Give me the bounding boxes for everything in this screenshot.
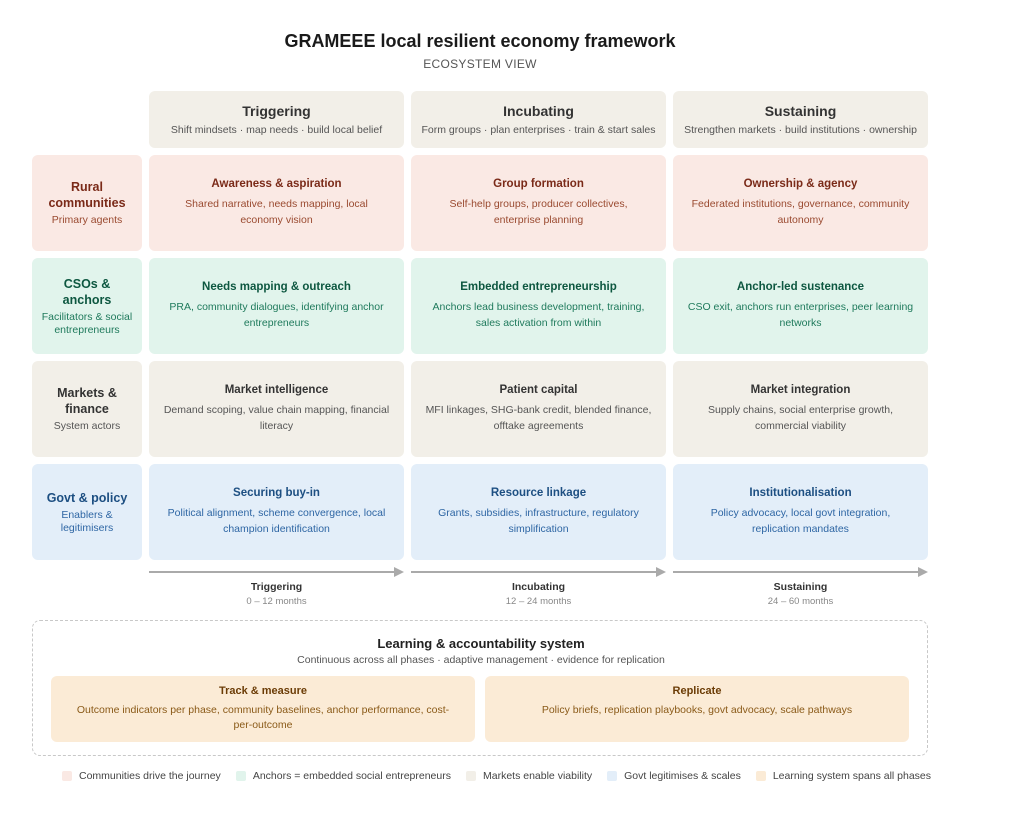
phase-header-incubating: Incubating Form groups · plan enterprise… — [411, 91, 666, 148]
legend-label: Markets enable viability — [482, 770, 593, 782]
cell-title: Awareness & aspiration — [211, 178, 342, 190]
legend-item: Anchors = embedded social entrepreneurs — [235, 770, 451, 782]
timeline-duration: 12 – 24 months — [505, 596, 572, 607]
legend-item: Govt legitimises & scales — [607, 770, 741, 782]
learning-card-title: Track & measure — [218, 685, 308, 697]
cell-title: Market integration — [750, 384, 851, 396]
timeline-duration: 0 – 12 months — [246, 596, 307, 607]
legend-item: Communities drive the journey — [62, 770, 221, 782]
matrix-cell: Anchor-led sustenance CSO exit, anchors … — [673, 258, 928, 354]
learning-system-box: Learning & accountability system Continu… — [32, 620, 928, 756]
row-label-name: Markets & finance — [57, 386, 117, 416]
matrix-cell: Awareness & aspiration Shared narrative,… — [149, 155, 404, 251]
learning-card-description: Policy briefs, replication playbooks, go… — [541, 704, 853, 716]
matrix-cell: Market integration Supply chains, social… — [673, 361, 928, 457]
row-label-name: CSOs & anchors — [62, 276, 112, 307]
timeline-label-triggering: Triggering 0 – 12 months — [149, 581, 404, 607]
learning-card-track-measure: Track & measure Outcome indicators per p… — [51, 676, 475, 742]
cell-title: Group formation — [493, 178, 584, 190]
cell-title: Anchor-led sustenance — [736, 281, 865, 293]
phase-description: Form groups · plan enterprises · train &… — [421, 124, 656, 136]
cell-description: Federated institutions, governance, comm… — [691, 198, 910, 226]
legend-swatch — [62, 771, 72, 781]
arrow-head-icon — [394, 567, 404, 577]
legend-swatch — [465, 771, 476, 781]
timeline-arrow — [411, 567, 666, 577]
legend-label: Learning system spans all phases — [772, 770, 932, 782]
row-label-sub: Facilitators & social entrepreneurs — [41, 310, 133, 336]
cell-title: Ownership & agency — [743, 178, 858, 190]
matrix-cell: Institutionalisation Policy advocacy, lo… — [673, 464, 928, 560]
row-label-markets-finance: Markets & finance System actors — [32, 361, 142, 457]
legend: Communities drive the journey Anchors = … — [62, 770, 946, 782]
cell-description: MFI linkages, SHG-bank credit, blended f… — [425, 404, 652, 432]
cell-title: Embedded entrepreneurship — [460, 281, 617, 293]
cell-description: CSO exit, anchors run enterprises, peer … — [687, 301, 914, 329]
phase-description: Strengthen markets · build institutions … — [684, 124, 917, 136]
timeline-label-incubating: Incubating 12 – 24 months — [411, 581, 666, 607]
matrix-cell: Resource linkage Grants, subsidies, infr… — [411, 464, 666, 560]
row-label-sub: Primary agents — [51, 214, 123, 226]
legend-swatch — [755, 771, 766, 781]
cell-description: Policy advocacy, local govt integration,… — [710, 507, 891, 535]
cell-title: Resource linkage — [490, 487, 587, 499]
cell-description: Anchors lead business development, train… — [432, 301, 645, 329]
learning-card-description: Outcome indicators per phase, community … — [76, 704, 450, 731]
row-label-sub: System actors — [53, 420, 121, 432]
cell-title: Patient capital — [499, 384, 578, 396]
matrix-cell: Embedded entrepreneurship Anchors lead b… — [411, 258, 666, 354]
row-label-govt-policy: Govt & policy Enablers & legitimisers — [32, 464, 142, 560]
phase-description: Shift mindsets · map needs · build local… — [170, 124, 383, 136]
cell-description: Shared narrative, needs mapping, local e… — [185, 198, 368, 226]
legend-item: Learning system spans all phases — [755, 770, 932, 782]
phase-header-triggering: Triggering Shift mindsets · map needs · … — [149, 91, 404, 148]
row-label-csos-anchors: CSOs & anchors Facilitators & social ent… — [32, 258, 142, 354]
cell-title: Market intelligence — [224, 384, 329, 396]
row-label-name: Govt & policy — [46, 490, 128, 505]
matrix-cell: Market intelligence Demand scoping, valu… — [149, 361, 404, 457]
matrix-cell: Patient capital MFI linkages, SHG-bank c… — [411, 361, 666, 457]
matrix-cell: Ownership & agency Federated institution… — [673, 155, 928, 251]
learning-card-title: Replicate — [672, 685, 722, 697]
learning-card-replicate: Replicate Policy briefs, replication pla… — [485, 676, 909, 742]
phase-name: Incubating — [503, 103, 574, 119]
timeline-arrow — [673, 567, 928, 577]
learning-subtitle: Continuous across all phases · adaptive … — [297, 654, 665, 666]
diagram-title: GRAMEEE local resilient economy framewor… — [284, 31, 676, 51]
legend-item: Markets enable viability — [465, 770, 593, 782]
legend-label: Govt legitimises & scales — [624, 770, 741, 782]
legend-label: Anchors = embedded social entrepreneurs — [252, 770, 451, 782]
matrix-cell: Needs mapping & outreach PRA, community … — [149, 258, 404, 354]
learning-title: Learning & accountability system — [377, 636, 585, 651]
row-label-sub: Enablers & legitimisers — [60, 508, 114, 534]
cell-description: PRA, community dialogues, identifying an… — [169, 301, 384, 329]
row-label-name: Rural communities — [48, 180, 126, 210]
cell-description: Supply chains, social enterprise growth,… — [707, 404, 893, 432]
diagram-subtitle: ECOSYSTEM VIEW — [423, 57, 537, 71]
cell-description: Political alignment, scheme convergence,… — [167, 507, 386, 535]
cell-title: Needs mapping & outreach — [202, 281, 351, 293]
legend-swatch — [235, 771, 246, 781]
timeline-duration: 24 – 60 months — [767, 596, 834, 607]
timeline-arrow — [149, 567, 404, 577]
phase-name: Triggering — [242, 103, 311, 119]
timeline-label-sustaining: Sustaining 24 – 60 months — [673, 581, 928, 607]
row-label-rural-communities: Rural communities Primary agents — [32, 155, 142, 251]
legend-swatch — [607, 771, 618, 781]
timeline-phase-name: Incubating — [511, 581, 566, 593]
phase-name: Sustaining — [764, 103, 837, 119]
arrow-head-icon — [656, 567, 666, 577]
cell-title: Securing buy-in — [233, 487, 320, 499]
cell-title: Institutionalisation — [749, 487, 852, 499]
cell-description: Demand scoping, value chain mapping, fin… — [163, 404, 390, 432]
cell-description: Self-help groups, producer collectives, … — [449, 198, 628, 226]
phase-header-sustaining: Sustaining Strengthen markets · build in… — [673, 91, 928, 148]
legend-label: Communities drive the journey — [79, 770, 221, 782]
timeline-phase-name: Sustaining — [773, 581, 828, 593]
timeline-phase-name: Triggering — [250, 581, 303, 593]
arrow-head-icon — [918, 567, 928, 577]
cell-description: Grants, subsidies, infrastructure, regul… — [438, 507, 639, 535]
matrix-cell: Securing buy-in Political alignment, sch… — [149, 464, 404, 560]
matrix-cell: Group formation Self-help groups, produc… — [411, 155, 666, 251]
